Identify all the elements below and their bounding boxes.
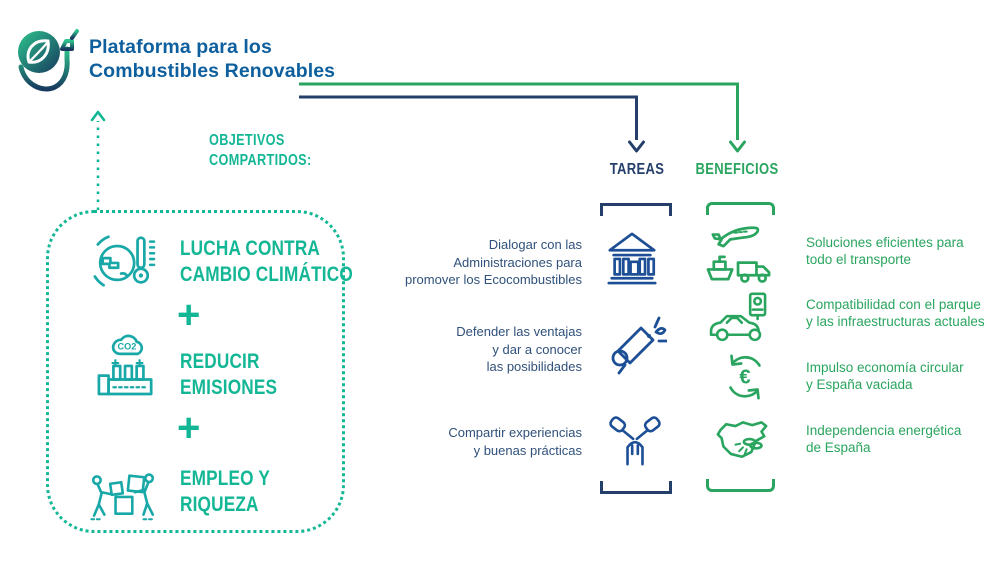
task-item-defender: Defender las ventajas y dar a conocer la… — [456, 324, 582, 374]
workers-building-icon — [88, 469, 158, 523]
hands-together-icon — [608, 408, 662, 466]
task-item-compartir: Compartir experiencias y buenas práctica… — [448, 425, 582, 458]
tareas-arrow — [299, 95, 645, 153]
svg-text:€: € — [739, 367, 750, 389]
benefit-item-independencia: Independencia energética de España — [806, 423, 962, 455]
globe-thermometer-icon — [89, 229, 157, 293]
objective-label-employment: EMPLEO Y RIQUEZA — [180, 467, 270, 516]
benefit-item-compatibilidad: Compatibilidad con el parque y las infra… — [806, 297, 985, 329]
tasks-heading: TAREAS — [609, 161, 665, 178]
beneficios-arrow — [299, 82, 746, 153]
benefits-heading: BENEFICIOS — [695, 161, 779, 178]
objective-label-climate: LUCHA CONTRA CAMBIO CLIMÁTICO — [180, 237, 353, 286]
platform-logo — [12, 22, 86, 102]
task-item-dialogar: Dialogar con las Administraciones para p… — [404, 237, 582, 287]
leaf-fuel-nozzle-icon — [18, 29, 79, 92]
transport-modes-icon — [705, 220, 773, 284]
government-building-icon — [604, 228, 660, 286]
tasks-bracket-bottom — [600, 481, 672, 494]
page-title: Plataforma para los Combustibles Renovab… — [89, 36, 336, 82]
benefits-bracket-bottom — [706, 479, 775, 492]
spain-map-coins-icon — [713, 414, 771, 466]
benefits-bracket-top — [706, 202, 775, 215]
benefit-item-economia-circular: Impulso economía circular y España vacia… — [806, 360, 964, 392]
car-fuel-station-icon — [705, 291, 773, 345]
objectives-heading: OBJETIVOS COMPARTIDOS: — [209, 132, 312, 169]
circular-economy-euro-icon: € — [719, 351, 771, 403]
factory-co2-icon: CO2 — [96, 330, 156, 398]
objective-label-emissions: REDUCIR EMISIONES — [180, 350, 278, 399]
plus-sign: + — [177, 293, 201, 337]
objectives-box — [46, 210, 345, 533]
megaphone-icon — [605, 313, 669, 377]
svg-text:CO2: CO2 — [118, 341, 137, 351]
plus-sign: + — [177, 406, 201, 450]
benefit-item-transporte: Soluciones eficientes para todo el trans… — [806, 235, 964, 267]
tasks-bracket-top — [600, 203, 672, 216]
objectives-dashed-arrow — [90, 110, 106, 210]
